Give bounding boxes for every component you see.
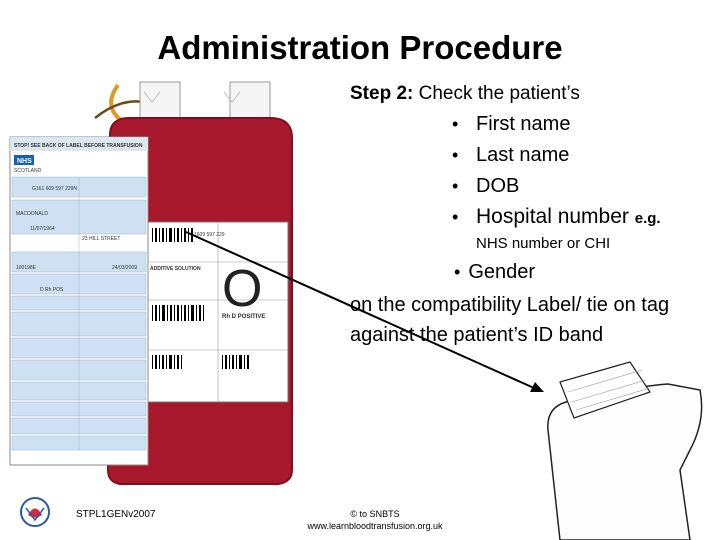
step-text: Check the patient’s — [418, 83, 580, 104]
compat-line-1: on the compatibility Label/ tie on tag — [350, 294, 670, 316]
tag-address: 23 HILL STREET — [82, 236, 120, 242]
blood-group-letter: O — [222, 260, 262, 318]
compat-line-2: against the patient’s ID band — [350, 324, 604, 346]
nhs-logo — [14, 155, 34, 165]
hospital-number-text: Hospital number — [476, 205, 629, 228]
check-list: First name Last name DOB Hospital number… — [450, 110, 661, 234]
check-last-name: Last name — [450, 141, 661, 172]
solution-text: ADDITIVE SOLUTION — [150, 266, 201, 272]
tag-date-required: 24/03/2009 — [112, 265, 137, 271]
svg-text:SCOTLAND: SCOTLAND — [14, 168, 42, 174]
blood-group-text: Rh D POSITIVE — [222, 314, 265, 320]
tag-surname: MACDONALD — [16, 211, 48, 217]
tag-blood-group: D Rh POS — [40, 287, 64, 293]
check-hospital-number: Hospital number e.g. — [450, 203, 661, 234]
page-title: Administration Procedure — [157, 29, 563, 66]
check-gender: Gender — [454, 259, 535, 285]
pointer-arrow — [185, 231, 535, 389]
eg-text: e.g. — [634, 210, 661, 227]
footer-website: www.learnbloodtransfusion.org.uk — [307, 521, 443, 531]
product-code-text: 1609 597 229 — [194, 232, 225, 238]
footer-code: STPL1GENv2007 — [76, 509, 156, 520]
compatibility-instruction: on the compatibility Label/ tie on tag a… — [350, 290, 720, 350]
nhs-note: NHS number or CHI — [476, 235, 611, 252]
step-heading: Step 2: Check the patient’s — [350, 82, 580, 106]
tag-title: STOP! SEE BACK OF LABEL BEFORE TRANSFUSI… — [14, 143, 143, 149]
svg-text:NHS: NHS — [17, 158, 32, 165]
barcodes — [152, 228, 249, 369]
snbts-logo — [20, 497, 50, 527]
tag-hospital-no: 100198E — [16, 265, 37, 271]
id-wristband — [559, 361, 651, 419]
footer-credit: © to SNBTS www.learnbloodtransfusion.org… — [290, 508, 460, 532]
tag-donation-no: G161 609 597 229N — [32, 186, 77, 192]
step-label: Step 2: — [350, 83, 414, 104]
tag-dob: 11/07/1964 — [30, 226, 55, 232]
check-first-name: First name — [450, 110, 661, 141]
footer-copyright: © to SNBTS — [350, 509, 400, 519]
check-dob: DOB — [450, 172, 661, 203]
